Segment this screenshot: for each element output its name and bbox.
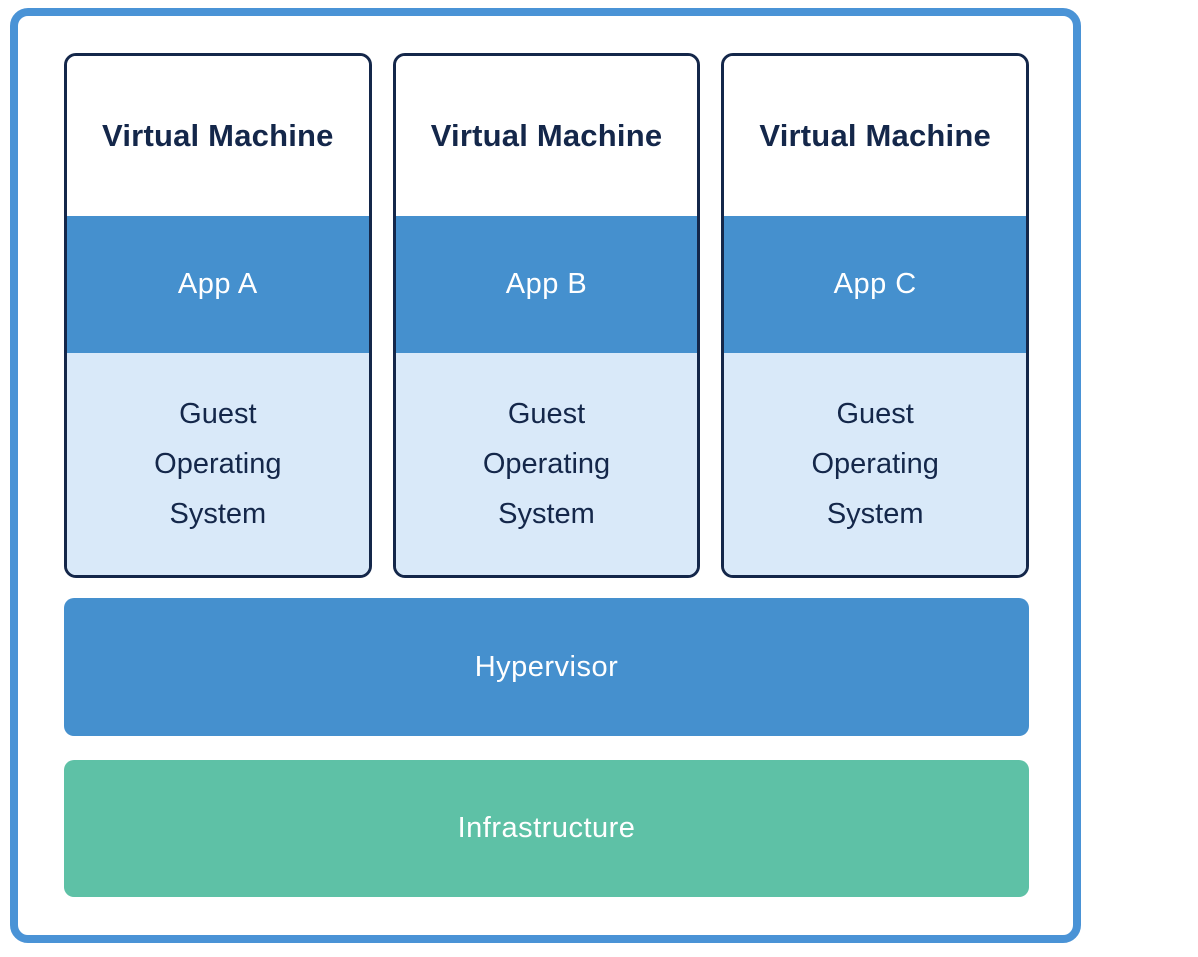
vm-header-3: Virtual Machine <box>724 56 1027 216</box>
app-label-b: App B <box>505 268 588 300</box>
app-bar-c: App C <box>724 216 1027 353</box>
hypervisor-layer: Hypervisor <box>64 598 1029 736</box>
infrastructure-label: Infrastructure <box>457 812 636 844</box>
app-label-c: App C <box>833 268 917 300</box>
vm-header-1: Virtual Machine <box>67 56 369 216</box>
vm-box-3: Virtual Machine App C Guest Operating Sy… <box>721 53 1030 578</box>
app-bar-b: App B <box>395 216 698 353</box>
vm-title-1: Virtual Machine <box>102 118 334 153</box>
guest-os-label-2: Guest Operating System <box>482 398 611 530</box>
app-label-a: App A <box>177 268 258 300</box>
guest-os-1: Guest Operating System <box>67 353 369 575</box>
vm-row: Virtual Machine App A Guest Operating Sy… <box>64 53 1030 578</box>
vm-title-2: Virtual Machine <box>430 118 663 153</box>
hypervisor-label: Hypervisor <box>474 650 619 683</box>
vm-header-2: Virtual Machine <box>395 56 698 216</box>
vm-title-3: Virtual Machine <box>759 118 991 153</box>
infrastructure-layer: Infrastructure <box>64 760 1029 897</box>
guest-os-2: Guest Operating System <box>395 353 698 575</box>
guest-os-label-1: Guest Operating System <box>154 398 282 530</box>
guest-os-label-3: Guest Operating System <box>811 398 939 530</box>
vm-box-2: Virtual Machine App B Guest Operating Sy… <box>392 53 701 578</box>
vm-box-1: Virtual Machine App A Guest Operating Sy… <box>64 53 372 578</box>
app-bar-a: App A <box>67 216 369 353</box>
virtualization-frame: Virtual Machine App A Guest Operating Sy… <box>10 8 1081 943</box>
guest-os-3: Guest Operating System <box>724 353 1027 575</box>
